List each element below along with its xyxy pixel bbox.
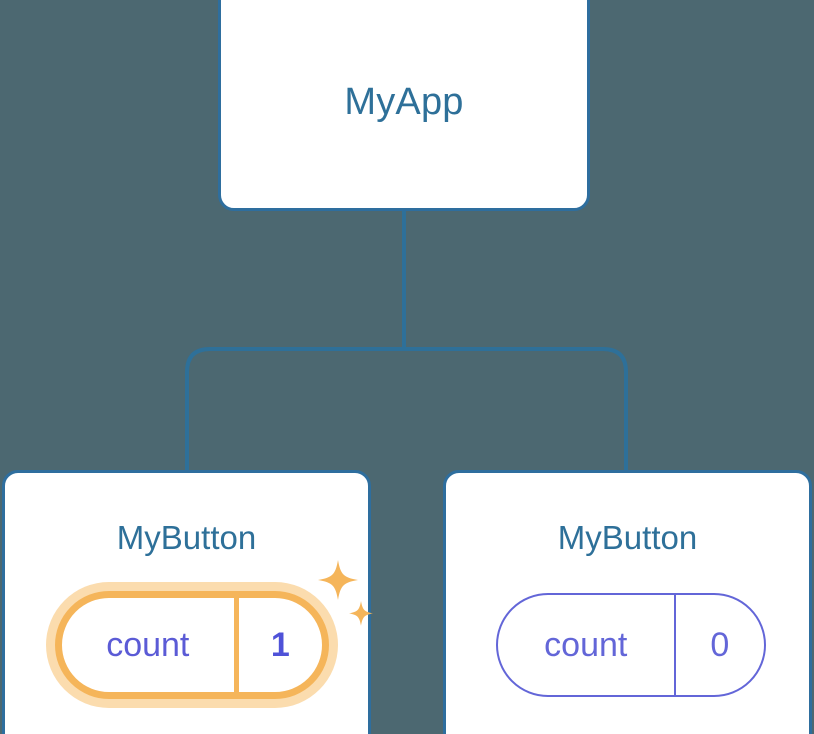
node-title: MyButton: [116, 519, 257, 556]
node-title: MyApp: [344, 81, 464, 123]
node-title: MyButton: [557, 519, 698, 556]
node-mybutton-2[interactable]: MyButton count 0: [443, 470, 812, 734]
state-value: 1: [233, 598, 322, 692]
node-mybutton-1[interactable]: MyButton count 1: [2, 470, 371, 734]
state-pill[interactable]: count 0: [496, 593, 766, 697]
state-pill-highlighted[interactable]: count 1: [55, 591, 329, 699]
state-pill-wrap: count 0: [446, 581, 809, 701]
state-key: count: [544, 626, 628, 664]
state-pill-wrap: count 1: [5, 581, 368, 701]
state-value: 0: [673, 595, 764, 695]
node-myapp[interactable]: MyApp: [218, 0, 590, 211]
state-key: count: [106, 626, 190, 664]
connector-branch-bus: [185, 347, 628, 474]
